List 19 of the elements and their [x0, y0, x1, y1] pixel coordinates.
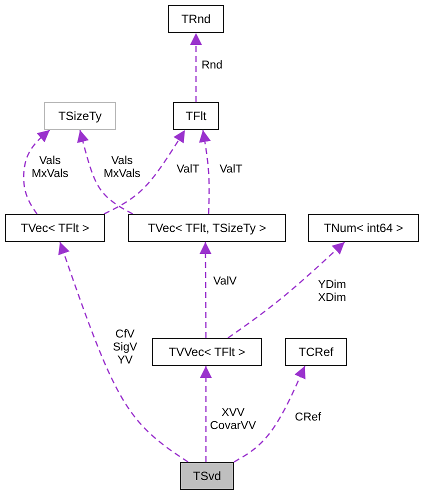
class-box: TVec< TFlt, TSizeTy > [128, 214, 286, 242]
class-box: TRnd [168, 5, 224, 33]
dashed-arrow [23, 130, 50, 214]
class-box: TNum< int64 > [308, 214, 419, 242]
class-box: TFlt [173, 102, 219, 130]
dashed-arrow [228, 242, 346, 339]
dashed-arrow [199, 242, 212, 338]
dashed-arrow [234, 366, 306, 463]
class-box: TVec< TFlt > [5, 214, 105, 242]
dashed-arrow [104, 130, 186, 215]
class-box: TSizeTy [44, 102, 116, 130]
dashed-arrow [190, 33, 202, 102]
dashed-arrow [58, 242, 188, 463]
class-box: TSvd [180, 462, 234, 490]
dashed-arrow [200, 366, 212, 462]
class-box: TVVec< TFlt > [152, 338, 262, 366]
dashed-arrow [77, 130, 134, 215]
dashed-arrow [198, 130, 211, 214]
class-box: TCRef [285, 338, 347, 366]
